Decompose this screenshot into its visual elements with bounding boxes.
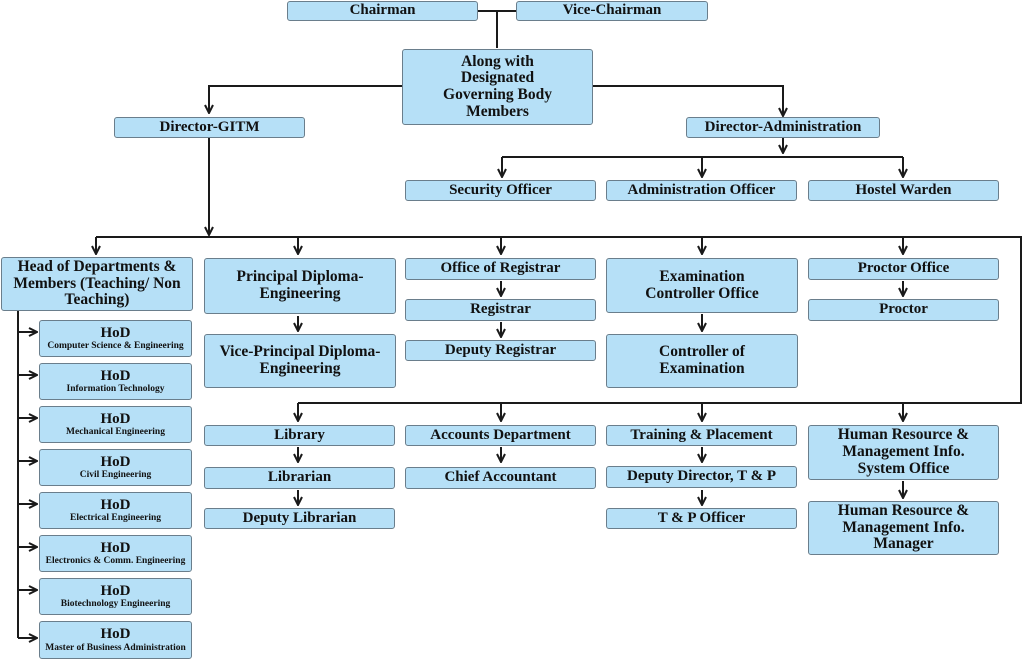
hod-label: HoD	[100, 539, 131, 556]
hod-civil-box: HoD Civil Engineering	[39, 449, 192, 486]
principal-box: Principal Diploma-Engineering	[204, 258, 396, 314]
hod-label: HoD	[100, 324, 131, 341]
training-placement-box: Training & Placement	[606, 425, 797, 446]
chief-accountant-box: Chief Accountant	[405, 467, 596, 489]
director-administration-box: Director-Administration	[686, 117, 880, 138]
department-name: Civil Engineering	[79, 470, 152, 481]
librarian-box: Librarian	[204, 467, 395, 489]
department-name: Electrical Engineering	[69, 513, 162, 524]
hod-mechanical-box: HoD Mechanical Engineering	[39, 406, 192, 443]
governing-body-box: Along with Designated Governing Body Mem…	[402, 49, 593, 125]
hod-electrical-box: HoD Electrical Engineering	[39, 492, 192, 529]
department-name: Information Technology	[66, 384, 165, 395]
department-name: Computer Science & Engineering	[47, 341, 184, 352]
hod-label: HoD	[100, 453, 131, 470]
tp-officer-box: T & P Officer	[606, 508, 797, 529]
hod-label: HoD	[100, 626, 131, 643]
hod-label: HoD	[100, 367, 131, 384]
hod-biotechnology-box: HoD Biotechnology Engineering	[39, 578, 192, 615]
hr-mis-manager-box: Human Resource & Management Info. Manage…	[808, 501, 999, 555]
office-of-registrar-box: Office of Registrar	[405, 258, 596, 280]
examination-controller-office-box: Examination Controller Office	[606, 258, 798, 313]
security-officer-box: Security Officer	[405, 180, 596, 201]
hod-label: HoD	[100, 410, 131, 427]
vice-principal-box: Vice-Principal Diploma-Engineering	[204, 334, 396, 388]
head-of-departments-box: Head of Departments & Members (Teaching/…	[1, 257, 193, 311]
administration-officer-box: Administration Officer	[606, 180, 797, 201]
deputy-librarian-box: Deputy Librarian	[204, 508, 395, 529]
proctor-office-box: Proctor Office	[808, 258, 999, 280]
department-name: Mechanical Engineering	[66, 427, 165, 438]
chairman-box: Chairman	[287, 1, 478, 21]
vice-chairman-box: Vice-Chairman	[516, 1, 708, 21]
hod-label: HoD	[100, 582, 131, 599]
department-name: Master of Business Administration	[45, 642, 186, 653]
hr-mis-office-box: Human Resource & Management Info. System…	[808, 425, 999, 480]
deputy-registrar-box: Deputy Registrar	[405, 340, 596, 361]
hod-electronics-box: HoD Electronics & Comm. Engineering	[39, 535, 192, 572]
deputy-director-tp-box: Deputy Director, T & P	[606, 466, 797, 488]
director-gitm-box: Director-GITM	[114, 117, 305, 138]
hod-it-box: HoD Information Technology	[39, 363, 192, 400]
department-name: Biotechnology Engineering	[60, 599, 171, 610]
controller-of-examination-box: Controller of Examination	[606, 334, 798, 388]
department-name: Electronics & Comm. Engineering	[45, 556, 186, 567]
hostel-warden-box: Hostel Warden	[808, 180, 999, 201]
hod-cse-box: HoD Computer Science & Engineering	[39, 320, 192, 357]
library-box: Library	[204, 425, 395, 446]
hod-mba-box: HoD Master of Business Administration	[39, 621, 192, 659]
hod-label: HoD	[100, 496, 131, 513]
registrar-box: Registrar	[405, 299, 596, 321]
accounts-department-box: Accounts Department	[405, 425, 596, 446]
proctor-box: Proctor	[808, 299, 999, 321]
